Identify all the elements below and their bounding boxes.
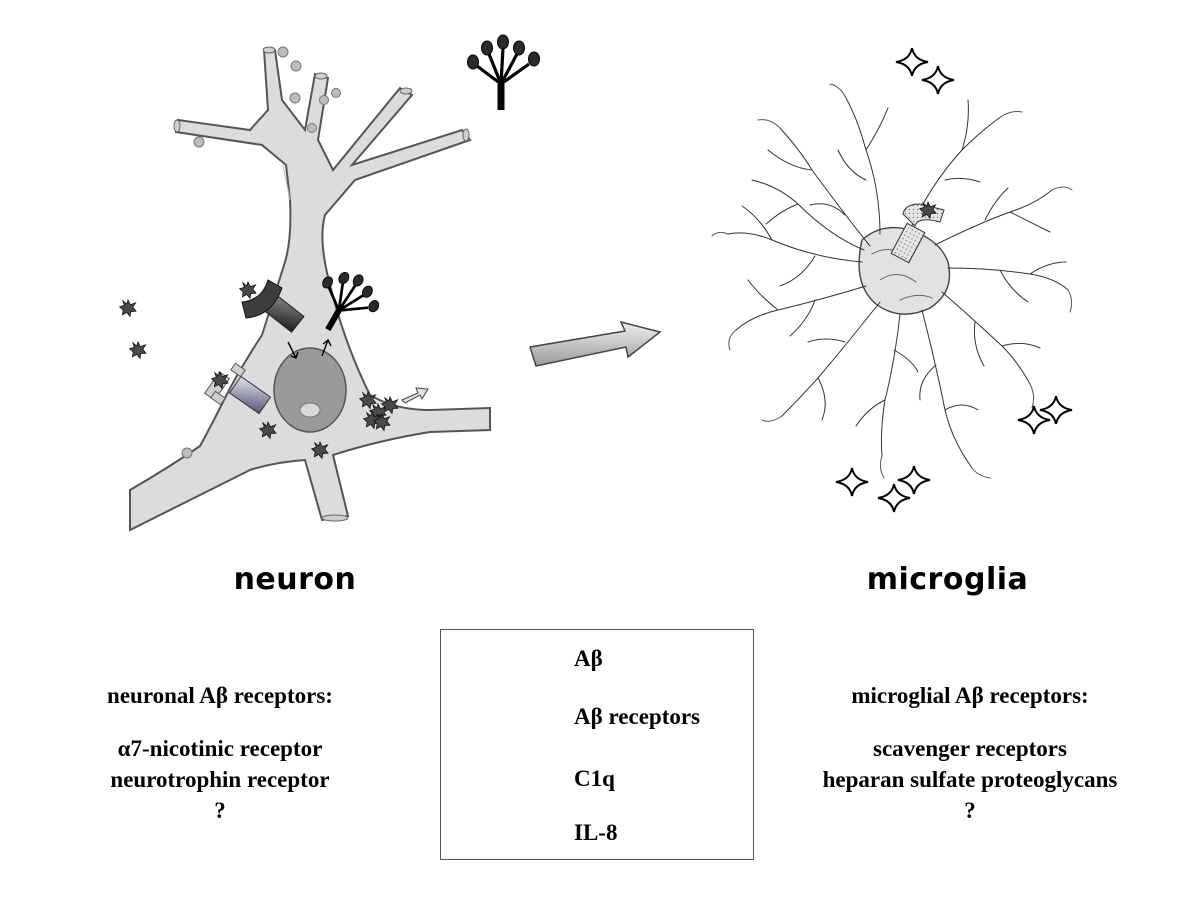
microglial-receptor-item: heparan sulfate proteoglycans: [822, 767, 1118, 792]
microglia-heading: microglia: [866, 562, 1029, 597]
neuron-dark-receptor: [239, 279, 305, 333]
nucleus: [273, 347, 347, 433]
neuron-cell: [129, 46, 491, 532]
neuronal-receptor-item: ?: [214, 798, 226, 823]
neuron-body: [129, 49, 491, 532]
floating-c1q: [465, 33, 542, 112]
legend-label-il8: IL-8: [574, 820, 618, 845]
nucleolus: [299, 402, 321, 418]
microglia-dotted-receptor: [890, 201, 945, 264]
microglial-receptors-block: microglial Aβ receptors: scavenger recep…: [760, 680, 1180, 826]
neuronal-receptors-title: neuronal Aβ receptors:: [107, 683, 333, 708]
microglial-receptor-item: scavenger receptors: [873, 736, 1067, 761]
neuronal-receptor-item: α7-nicotinic receptor: [117, 736, 323, 761]
neuronal-receptor-item: neurotrophin receptor: [110, 767, 330, 792]
neuronal-receptors-block: neuronal Aβ receptors: α7-nicotinic rece…: [40, 680, 400, 826]
legend-label-c1q: C1q: [574, 766, 615, 791]
microglial-receptors-title: microglial Aβ receptors:: [851, 683, 1089, 708]
internalization-arrows: [287, 338, 332, 359]
dendrite-spines: [181, 46, 341, 459]
legend-label-receptors: Aβ receptors: [574, 704, 701, 729]
neuron-blue-receptor: [203, 362, 272, 415]
secretion-arrow: [401, 387, 429, 404]
legend-label-abeta: Aβ: [574, 646, 603, 671]
transition-arrow: [529, 320, 662, 367]
legend-box: Aβ Aβ receptors C1q IL-8: [440, 629, 754, 860]
microglial-receptor-item: ?: [964, 798, 976, 823]
microglia-cell: [711, 83, 1073, 479]
neuron-heading: neuron: [233, 562, 357, 597]
